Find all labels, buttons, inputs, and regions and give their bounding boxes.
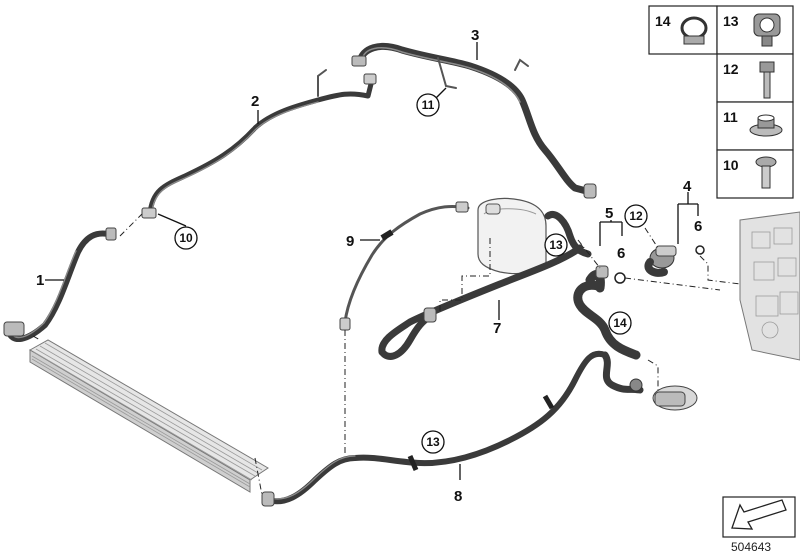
hose-8 <box>261 350 644 507</box>
callout-13-lower: 13 <box>426 435 440 449</box>
spring-clip-icon <box>753 13 781 47</box>
hose-9 <box>339 201 470 331</box>
panel-label-12: 12 <box>723 61 739 77</box>
callout-10: 10 <box>179 231 193 245</box>
callout-11: 11 <box>422 98 435 112</box>
callout-1: 1 <box>36 272 44 289</box>
engine-block <box>739 211 800 361</box>
callout-6-right: 6 <box>694 218 702 235</box>
callout-14: 14 <box>613 316 627 330</box>
bolt-icon <box>759 61 775 99</box>
callout-2: 2 <box>251 93 259 110</box>
callout-7: 7 <box>493 320 501 337</box>
callout-13-upper: 13 <box>549 238 563 252</box>
panel-label-14: 14 <box>655 13 671 29</box>
flange-nut-icon <box>749 114 783 137</box>
hose-7 <box>378 211 592 360</box>
callout-3: 3 <box>471 27 479 44</box>
callout-6-left: 6 <box>617 245 625 262</box>
panel-label-10: 10 <box>723 157 739 173</box>
panel-label-11: 11 <box>723 109 738 125</box>
valve-4 <box>614 245 705 284</box>
arrow-down-left-icon <box>722 496 796 538</box>
callout-9: 9 <box>346 233 354 250</box>
panel-label-13: 13 <box>723 13 739 29</box>
expansion-tank <box>477 197 547 275</box>
pipe-2 <box>141 69 377 219</box>
assembly-lines <box>32 213 741 496</box>
hose-14 <box>573 265 641 360</box>
callout-4: 4 <box>683 178 692 195</box>
screw-icon <box>755 156 777 189</box>
hose-clamp-icon <box>680 16 708 45</box>
callout-12: 12 <box>629 209 643 223</box>
leader-lines <box>45 42 699 480</box>
diagram-number: 504643 <box>731 540 772 554</box>
hose-1 <box>3 227 117 342</box>
electric-pump <box>629 378 698 411</box>
parts-panel: 14 13 12 11 10 <box>648 5 794 199</box>
radiator <box>28 339 269 493</box>
callout-8: 8 <box>454 488 462 505</box>
hose-3 <box>351 43 597 199</box>
callout-5: 5 <box>605 205 613 222</box>
